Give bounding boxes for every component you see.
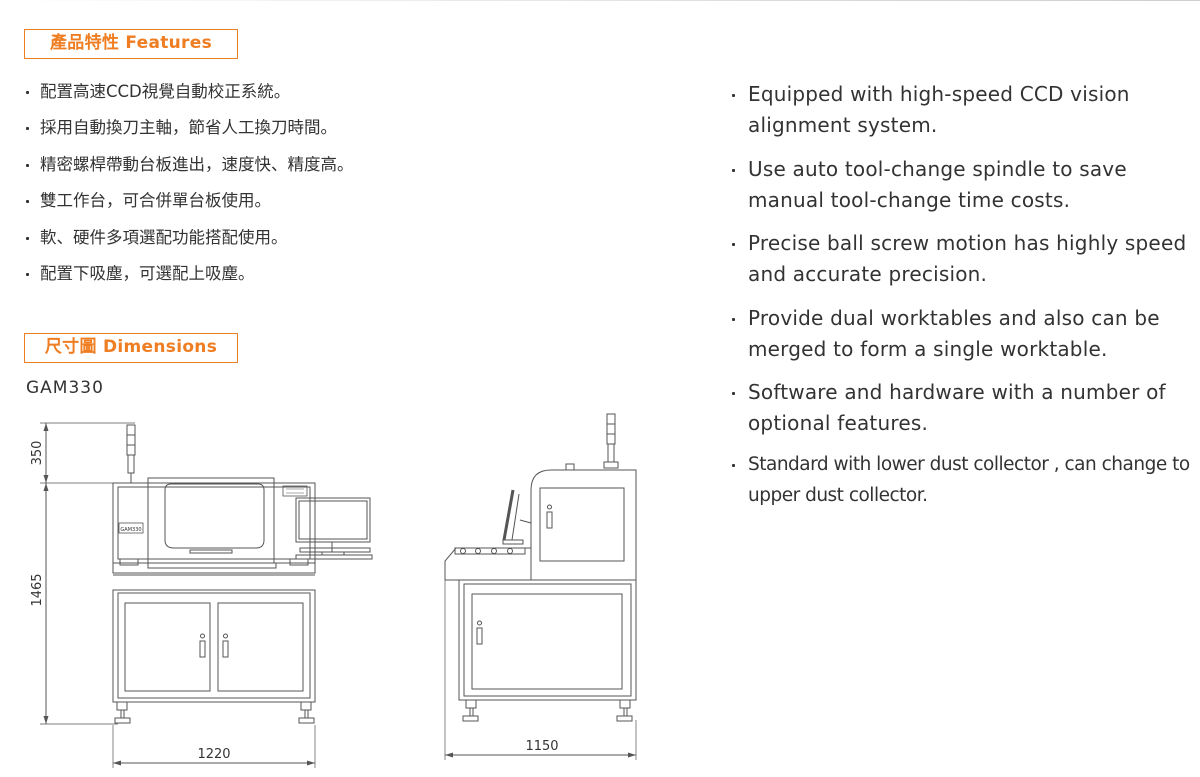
feature-en-item: Equipped with high-speed CCD vision alig… — [730, 79, 1190, 141]
side-width-dimension: 1150 — [444, 580, 637, 760]
feature-zh-item: 軟、硬件多項選配功能搭配使用。 — [24, 226, 484, 262]
machine-badge-front: GAM330 — [120, 527, 141, 533]
front-width-dimension: 1220 — [112, 725, 316, 768]
feature-zh-item: 雙工作台，可合併單台板使用。 — [24, 189, 484, 225]
height-main-label: 1465 — [30, 573, 45, 606]
width-front-label: 1220 — [197, 747, 230, 762]
features-list-chinese: 配置高速CCD視覺自動校正系統。 採用自動換刀主軸，節省人工換刀時間。 精密螺桿… — [24, 80, 484, 298]
feature-zh-item: 配置高速CCD視覺自動校正系統。 — [24, 80, 484, 116]
feature-en-item: Standard with lower dust collector , can… — [730, 449, 1190, 511]
feature-zh-item: 採用自動換刀主軸，節省人工換刀時間。 — [24, 116, 484, 152]
side-view-machine — [444, 413, 637, 722]
front-view-machine: GAM330 — [112, 424, 373, 724]
feature-en-item: Software and hardware with a number of o… — [730, 377, 1190, 439]
dimensions-heading: 尺寸圖 Dimensions — [24, 333, 238, 363]
header-rule — [0, 0, 1200, 1]
dimension-drawing: 350 1465 GAM330 — [30, 413, 637, 768]
model-name: GAM330 — [26, 378, 104, 398]
width-side-label: 1150 — [525, 739, 558, 754]
feature-zh-item: 配置下吸塵，可選配上吸塵。 — [24, 262, 484, 298]
feature-en-item: Precise ball screw motion has highly spe… — [730, 228, 1190, 290]
features-list-english: Equipped with high-speed CCD vision alig… — [730, 79, 1190, 523]
height-dimension: 350 1465 — [30, 422, 135, 725]
height-top-label: 350 — [30, 441, 45, 466]
feature-en-item: Use auto tool-change spindle to save man… — [730, 154, 1190, 216]
feature-en-item: Provide dual worktables and also can be … — [730, 303, 1190, 365]
feature-zh-item: 精密螺桿帶動台板進出，速度快、精度高。 — [24, 153, 484, 189]
features-heading: 產品特性 Features — [24, 29, 238, 59]
